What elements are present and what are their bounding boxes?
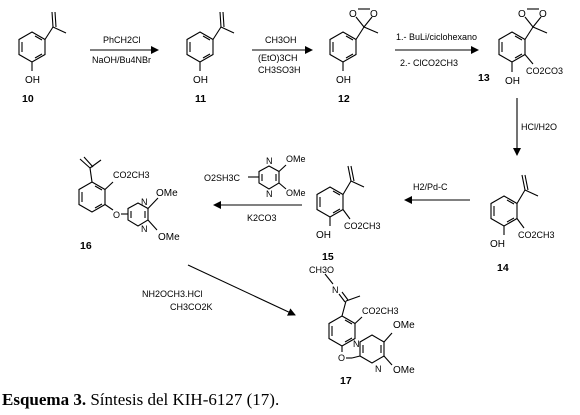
reagent-6-so2: O2SH3C [204,173,241,183]
reaction-step-1: PhCH2Cl NaOH/Bu4NBr [90,35,159,65]
compound-16-ome-bot: OMe [158,232,180,243]
reaction-step-7: NH2OCH3.HCl CH3CO2K [142,264,296,316]
compound-13-oh: OH [505,76,520,87]
compound-14: OH CO2CH3 14 [490,174,555,274]
compound-13-ester: CO2CO3 [526,66,563,76]
compound-16-ome-top: OMe [156,188,178,199]
reagent-6-n2: N [266,189,273,199]
compound-16-number: 16 [80,240,92,252]
compound-17-ome-bot: OMe [393,365,415,376]
compound-14-oh: OH [490,239,505,250]
compound-13-o2: O [539,9,547,20]
compound-14-number: 14 [497,262,509,274]
compound-12-o2: O [370,9,378,20]
reagent-7b: CH3CO2K [170,302,213,312]
compound-13-o1: O [518,9,526,20]
reaction-step-3: 1.- BuLi/ciclohexano 2.- ClCO2CH3 [395,32,479,68]
reagent-4: HCl/H2O [521,122,557,132]
compound-11-label: OH [193,75,208,86]
caption-label: Esquema 3. [2,390,87,409]
reagent-6-base: K2CO3 [247,213,277,223]
compound-13-number: 13 [478,72,490,84]
compound-13: O O OH CO2CO3 13 [478,8,563,87]
reagent-3b: 2.- ClCO2CH3 [400,58,458,68]
compound-10: OH 10 [18,11,67,105]
reagent-2b: (EtO)3CH [258,53,298,63]
scheme-caption: Esquema 3. Síntesis del KIH-6127 (17). [2,390,279,410]
reaction-step-2: CH3OH (EtO)3CH CH3SO3H [252,35,313,75]
compound-15-number: 15 [322,251,334,263]
compound-10-label: OH [25,75,40,86]
compound-16-n2: N [141,224,148,234]
compound-16: CO2CH3 O N N OMe OMe 16 [78,156,180,252]
reaction-step-5: H2/Pd-C [404,182,470,204]
compound-17-ome-top: OMe [393,320,415,331]
reagent-1b: NaOH/Bu4NBr [92,55,151,65]
compound-17-och3: CH3O [309,265,334,275]
compound-16-ester: CO2CH3 [113,170,150,180]
compound-17-n2: N [375,364,382,374]
compound-17-ester: CO2CH3 [362,306,399,316]
compound-16-n1: N [141,197,148,207]
reagent-6-n1: N [266,156,273,166]
reagent-3a: 1.- BuLi/ciclohexano [396,32,477,42]
compound-17: CH3O N CO2CH3 O N N OMe OMe 17 [309,265,415,387]
compound-15-ester: CO2CH3 [344,221,381,231]
compound-15-oh: OH [316,230,331,241]
compound-15: OH CO2CH3 15 [316,165,381,263]
compound-17-o: O [338,353,345,363]
compound-11-number: 11 [195,93,206,105]
reagent-2c: CH3SO3H [258,65,301,75]
caption-text: Síntesis del KIH-6127 (17). [86,390,280,409]
compound-11: OH 11 [186,11,235,105]
compound-12-oh: OH [336,75,351,86]
reagent-5: H2/Pd-C [413,182,448,192]
reagent-7a: NH2OCH3.HCl [142,289,203,299]
compound-17-number: 17 [340,375,352,387]
compound-17-n1: N [353,339,360,349]
compound-16-o: O [113,210,120,220]
reagent-6-ome-bot: OMe [286,188,306,198]
compound-12-number: 12 [338,93,350,105]
reagent-6-ome-top: OMe [286,154,306,164]
reagent-2a: CH3OH [265,35,297,45]
compound-12-o1: O [349,9,357,20]
reaction-step-4: HCl/H2O [513,98,557,156]
reaction-step-6: O2SH3C OMe N N OMe K2CO3 [204,154,306,223]
compound-10-number: 10 [22,93,34,105]
compound-14-ester: CO2CH3 [518,230,555,240]
reagent-1a: PhCH2Cl [103,35,141,45]
compound-17-n-oxime: N [332,285,339,295]
compound-12: O O OH 12 [329,8,379,105]
